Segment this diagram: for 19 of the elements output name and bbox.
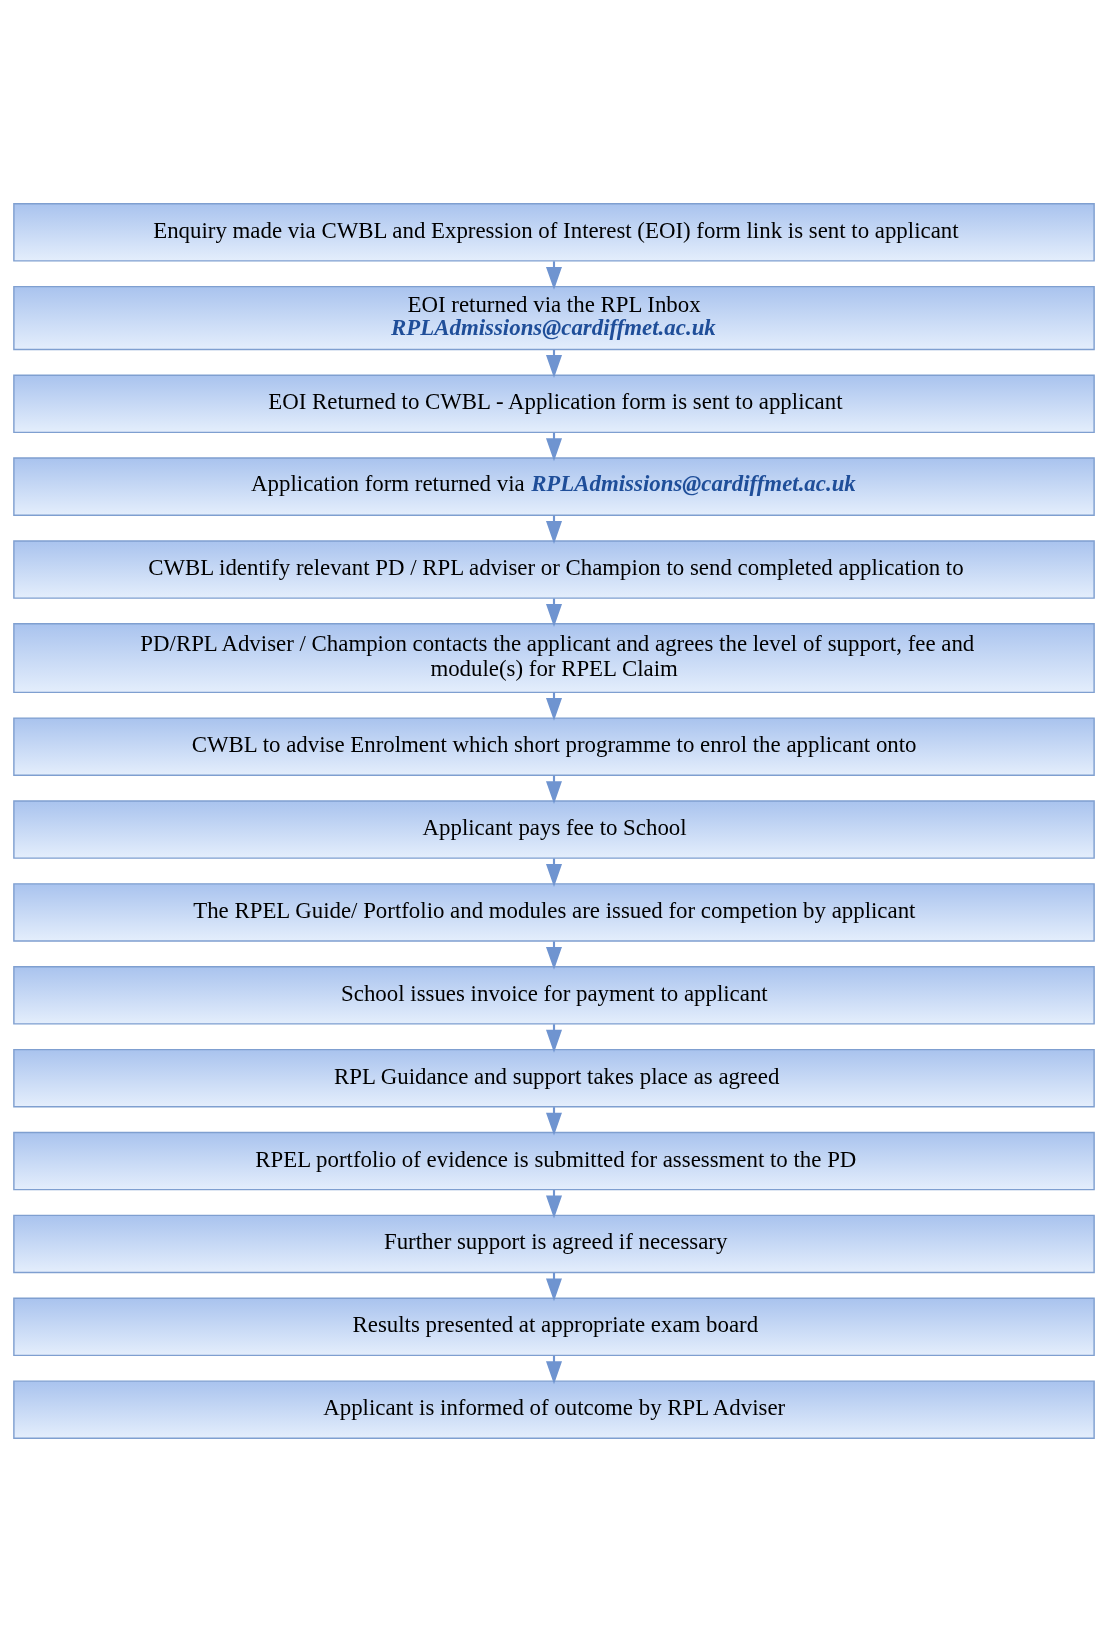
node-box: Applicant pays fee to School [13,800,1095,859]
node-box: CWBL identify relevant PD / RPL adviser or Champion to send completed application to [13,540,1095,599]
arrow [546,1190,562,1219]
arrow [546,1107,562,1136]
node-box: Application form returned via RPLAdmissions@cardiffmet.ac.uk [13,457,1095,516]
arrow [546,941,562,970]
node-box: The RPEL Guide/ Portfolio and modules are issued for competion by applicant [13,883,1095,942]
node-box: Enquiry made via CWBL and Expression of Interest (EOI) form link is sent to applicant [13,203,1095,262]
node-box: School issues invoice for payment to applicant [13,966,1095,1025]
node-box: RPL Guidance and support takes place as agreed [13,1048,1095,1108]
node-box: Results presented at appropriate exam board [13,1297,1095,1357]
node-box: RPEL portfolio of evidence is submitted for assessment to the PD [13,1131,1095,1191]
node-box: Further support is agreed if necessary [13,1214,1095,1274]
node-box: CWBL to advise Enrolment which short programme to enrol the applicant onto [13,717,1095,776]
node-box: PD/RPL Adviser / Champion contacts the applicant and agrees the level of support, fee and module(s) for RPEL Claim [13,623,1095,694]
node-box: EOI Returned to CWBL - Application form is sent to applicant [13,374,1095,434]
arrow [546,1024,562,1053]
node-box: Applicant is informed of outcome by RPL Adviser [13,1380,1095,1439]
node-box: EOI returned via the RPL Inbox RPLAdmissions@cardiffmet.ac.uk [13,285,1095,351]
